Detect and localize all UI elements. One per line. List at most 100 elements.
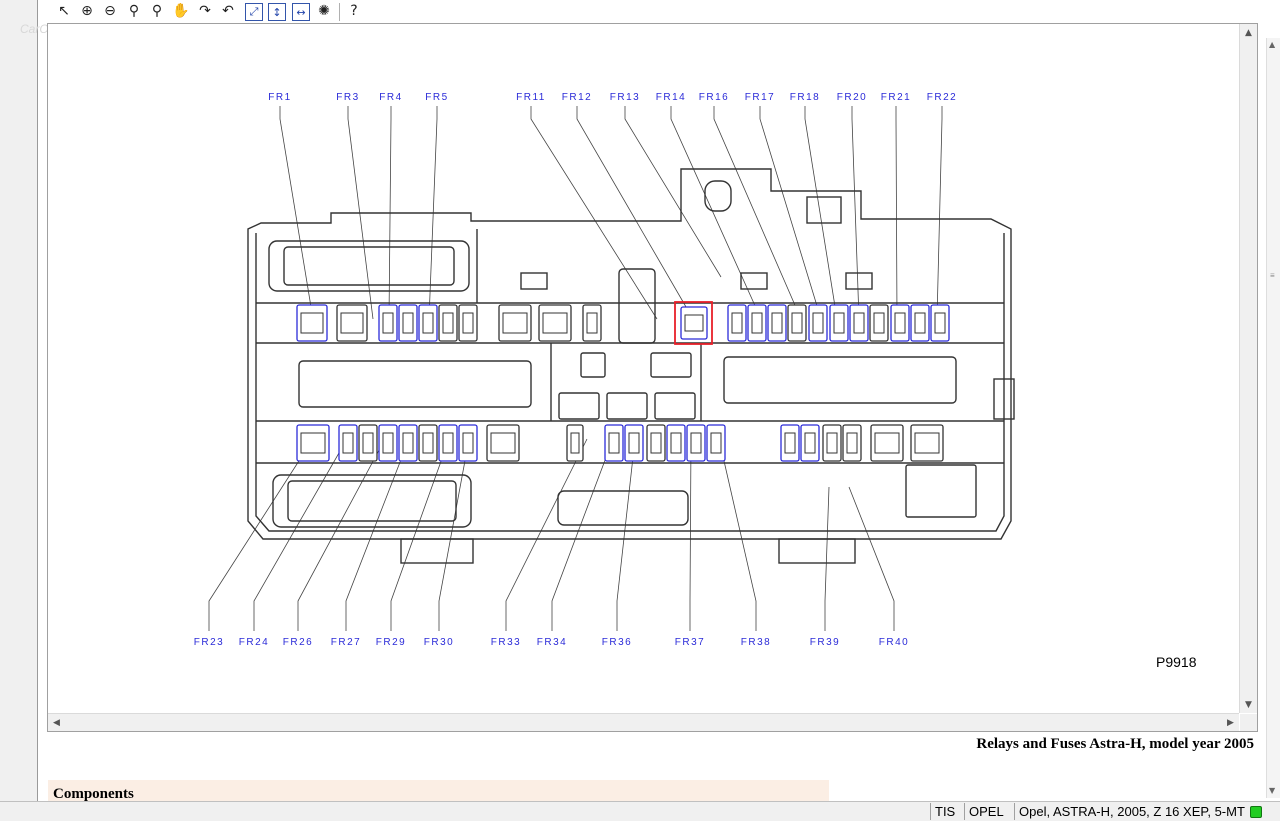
fuse[interactable] (910, 304, 930, 342)
pointer-icon[interactable]: ↖ (58, 3, 70, 19)
diagram-vertical-scrollbar[interactable]: ▲ ▼ (1239, 24, 1257, 713)
fit-width-icon[interactable]: ↔ (292, 3, 310, 21)
fuse[interactable] (378, 304, 398, 342)
zoom-out-icon[interactable]: ⊖ (104, 3, 116, 19)
leader-line (253, 438, 348, 631)
fuse-label-top: FR16 (699, 92, 729, 103)
fuse[interactable] (808, 304, 828, 342)
fuse-label-top: FR1 (268, 92, 291, 103)
fuse[interactable] (780, 424, 800, 462)
diagram-code: P9918 (1156, 654, 1197, 670)
scrollbar-grip-icon[interactable]: ≡ (1270, 271, 1275, 280)
fuse[interactable] (604, 424, 624, 462)
components-section: Components (48, 780, 829, 802)
fuse[interactable] (829, 304, 849, 342)
fuse[interactable] (890, 304, 910, 342)
fuse[interactable] (296, 304, 328, 342)
fuse[interactable] (398, 424, 418, 462)
rotate-ccw-icon[interactable]: ↶ (222, 3, 234, 19)
status-bar: TIS OPEL Opel, ASTRA-H, 2005, Z 16 XEP, … (0, 801, 1280, 821)
fuse[interactable] (930, 304, 950, 342)
leader-line (347, 106, 374, 320)
leader-line (345, 438, 410, 631)
leader-line (670, 106, 762, 320)
fuse[interactable] (498, 304, 532, 342)
fuse[interactable] (849, 304, 869, 342)
leader-line (279, 106, 314, 320)
fuse-label-bottom: FR27 (331, 637, 361, 648)
fuse-label-top: FR3 (336, 92, 359, 103)
fuse[interactable] (646, 424, 666, 462)
fuse[interactable] (800, 424, 820, 462)
fuse[interactable] (624, 424, 644, 462)
fuse-label-top: FR4 (379, 92, 402, 103)
fuse[interactable] (438, 304, 458, 342)
fuse-label-bottom: FR33 (491, 637, 521, 648)
fuse[interactable] (378, 424, 398, 462)
fuse[interactable] (296, 424, 330, 462)
fuse[interactable] (486, 424, 520, 462)
fuse[interactable] (336, 304, 368, 342)
leader-line (624, 106, 722, 278)
scroll-left-arrow-icon[interactable]: ◀ (48, 714, 65, 731)
fuse[interactable] (870, 424, 904, 462)
zoom-area-icon[interactable]: ⚲ (151, 3, 163, 19)
status-brand: OPEL (964, 803, 1015, 820)
leader-line (851, 106, 860, 320)
fuse[interactable] (727, 304, 747, 342)
fuse-label-bottom: FR36 (602, 637, 632, 648)
fuse[interactable] (338, 424, 358, 462)
fuse-label-bottom: FR23 (194, 637, 224, 648)
fuse[interactable] (398, 304, 418, 342)
components-heading: Components (53, 786, 134, 802)
zoom-in-icon[interactable]: ⊕ (81, 3, 93, 19)
fuse[interactable] (706, 424, 726, 462)
fuse[interactable] (418, 304, 438, 342)
page-scroll-down-icon[interactable]: ▼ (1269, 786, 1276, 795)
fuse[interactable] (767, 304, 787, 342)
fuse[interactable] (842, 424, 862, 462)
fuse[interactable] (566, 424, 584, 462)
fuse-label-top: FR20 (837, 92, 867, 103)
fuse[interactable] (538, 304, 572, 342)
fuse-label-top: FR18 (790, 92, 820, 103)
fuse[interactable] (458, 424, 478, 462)
fuse-label-top: FR21 (881, 92, 911, 103)
fuse-label-top: FR17 (745, 92, 775, 103)
fuse-label-bottom: FR37 (675, 637, 705, 648)
page-vertical-scrollbar[interactable]: ▲ ≡ ▼ (1266, 38, 1280, 798)
fuse[interactable] (686, 424, 706, 462)
scroll-down-arrow-icon[interactable]: ▼ (1240, 696, 1257, 713)
fuse-label-bottom: FR40 (879, 637, 909, 648)
fuse[interactable] (822, 424, 842, 462)
fuse[interactable] (869, 304, 889, 342)
scrollbar-corner (1240, 714, 1257, 731)
page-scroll-up-icon[interactable]: ▲ (1269, 40, 1276, 49)
fuse[interactable] (666, 424, 686, 462)
fuse[interactable] (787, 304, 807, 342)
fuse[interactable] (747, 304, 767, 342)
rotate-cw-icon[interactable]: ↷ (199, 3, 211, 19)
fuse-label-top: FR22 (927, 92, 957, 103)
selected-fuse-highlight (674, 301, 713, 345)
scroll-right-arrow-icon[interactable]: ▶ (1222, 714, 1239, 731)
diagram-horizontal-scrollbar[interactable]: ◀ ▶ (48, 713, 1239, 731)
leader-line (936, 106, 943, 320)
fit-page-icon[interactable]: ⤢ (245, 3, 263, 21)
fuse[interactable] (910, 424, 944, 462)
scroll-up-arrow-icon[interactable]: ▲ (1240, 24, 1257, 41)
fuse[interactable] (438, 424, 458, 462)
fuse-label-bottom: FR30 (424, 637, 454, 648)
fuse[interactable] (358, 424, 378, 462)
zoom-icon[interactable]: ⚲ (128, 3, 140, 19)
fuse[interactable] (458, 304, 478, 342)
highlight-icon[interactable]: ✺ (318, 3, 330, 19)
fuse[interactable] (418, 424, 438, 462)
help-icon[interactable]: ? (350, 3, 358, 19)
pan-hand-icon[interactable]: ✋ (172, 3, 190, 19)
fuse[interactable] (582, 304, 602, 342)
fuse-selected[interactable] (680, 306, 708, 340)
fit-height-icon[interactable]: ↕ (268, 3, 286, 21)
fuse-label-top: FR12 (562, 92, 592, 103)
leader-line (428, 106, 438, 320)
